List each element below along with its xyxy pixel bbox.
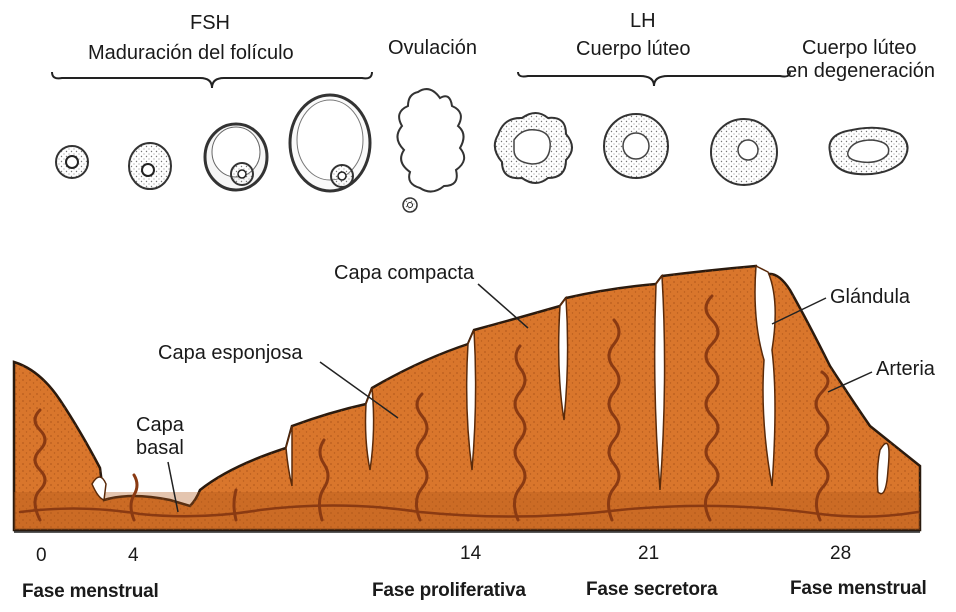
lh-bracket [518, 72, 790, 86]
glandula-label: Glándula [830, 286, 910, 308]
capa-compacta-label: Capa compacta [334, 262, 474, 284]
degeneracion-label-line1: Cuerpo lúteo [802, 37, 917, 59]
cuerpo-luteo-label: Cuerpo lúteo [576, 38, 691, 60]
fsh-bracket [52, 72, 372, 88]
day-28: 28 [830, 543, 851, 565]
day-21: 21 [638, 543, 659, 565]
fase-proliferativa: Fase proliferativa [372, 580, 526, 602]
day-14: 14 [460, 543, 481, 565]
follicle-3 [205, 124, 267, 190]
corpus-luteum-mature [604, 114, 668, 178]
day-0: 0 [36, 545, 47, 567]
corpus-luteum-degenerating [829, 128, 907, 175]
fase-menstrual-end: Fase menstrual [790, 578, 927, 600]
follicle-1 [56, 146, 88, 178]
follicle-2 [129, 143, 171, 189]
fsh-label: FSH [190, 12, 230, 34]
fase-secretora: Fase secretora [586, 579, 717, 601]
lh-label: LH [630, 10, 656, 32]
arteria-label: Arteria [876, 358, 935, 380]
capa-esponjosa-label: Capa esponjosa [158, 342, 303, 364]
corpus-luteum-early [495, 113, 572, 183]
fase-menstrual-start: Fase menstrual [22, 581, 159, 603]
ruptured-follicle [397, 89, 464, 212]
capa-basal-label-line1: Capa [136, 414, 184, 436]
capa-basal-label-line2: basal [136, 437, 184, 459]
ovulacion-label: Ovulación [388, 37, 477, 59]
degeneracion-label-line2: en degeneración [786, 60, 935, 82]
corpus-luteum-late [711, 119, 777, 185]
day-4: 4 [128, 545, 139, 567]
follicle-4 [290, 95, 370, 191]
maduracion-label: Maduración del folículo [88, 42, 294, 64]
